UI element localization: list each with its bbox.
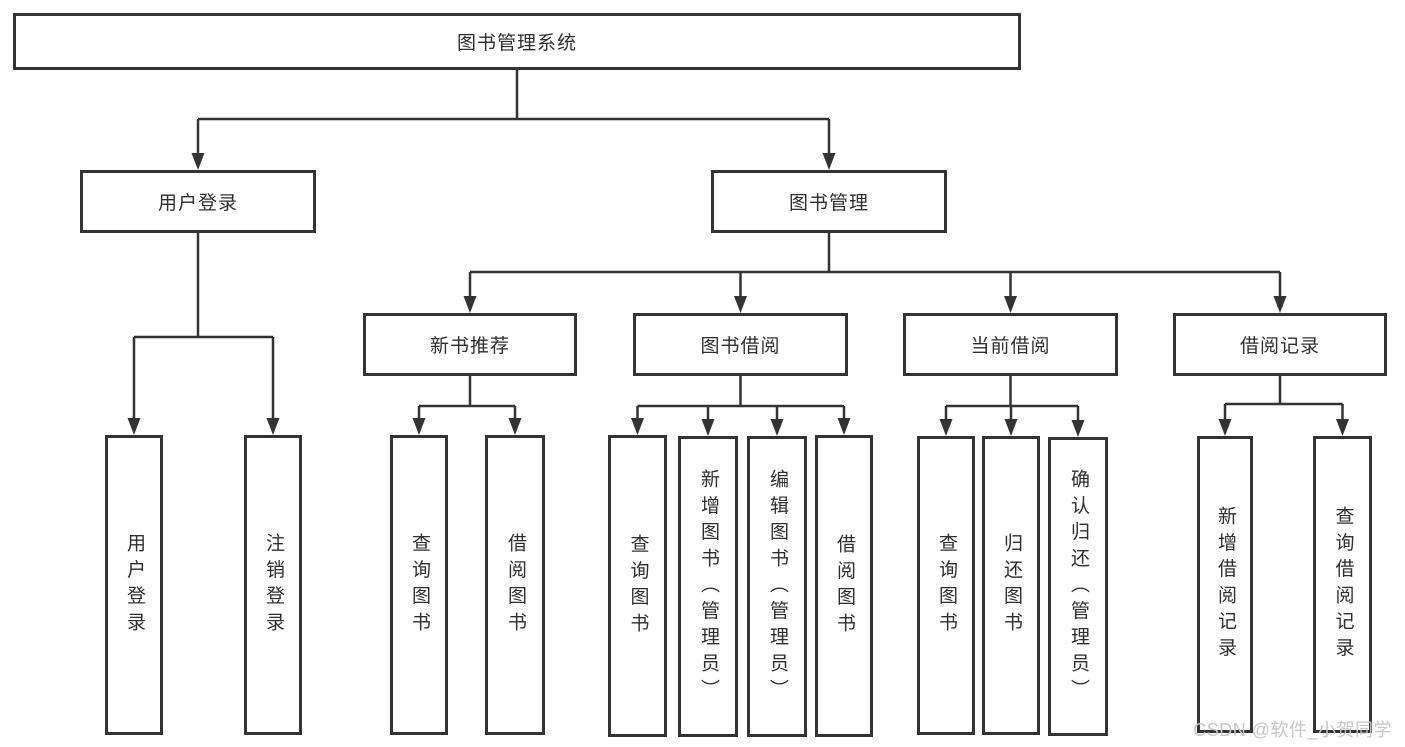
node-leaf-confirm-return: 确认归还（管理员） bbox=[1048, 437, 1108, 736]
node-leaf-user-login: 用户登录 bbox=[105, 435, 163, 735]
arrowhead-icon bbox=[463, 296, 477, 313]
node-leaf-query-borrow-record: 查询借阅记录 bbox=[1313, 436, 1372, 733]
node-leaf-query-books-1: 查询图书 bbox=[390, 435, 448, 735]
arrowhead-icon bbox=[1004, 419, 1018, 436]
node-new-book-recommendation: 新书推荐 bbox=[363, 313, 577, 376]
arrowhead-icon bbox=[191, 153, 205, 170]
node-label: 查询图书 bbox=[935, 533, 957, 638]
node-leaf-borrow-books-2: 借阅图书 bbox=[815, 435, 873, 737]
node-leaf-edit-books: 编辑图书（管理员） bbox=[747, 436, 807, 737]
arrowhead-icon bbox=[631, 418, 644, 435]
arrowhead-icon bbox=[822, 153, 836, 170]
node-label: 新书推荐 bbox=[429, 336, 510, 357]
node-book-management: 图书管理 bbox=[711, 170, 947, 233]
node-leaf-return-books: 归还图书 bbox=[982, 436, 1040, 735]
node-label: 图书管理 bbox=[788, 193, 869, 214]
arrowhead-icon bbox=[266, 418, 280, 435]
node-label: 新增借阅记录 bbox=[1214, 505, 1236, 664]
node-leaf-query-books-3: 查询图书 bbox=[917, 436, 975, 735]
node-label: 新增图书（管理员） bbox=[697, 468, 719, 705]
arrowhead-icon bbox=[837, 418, 851, 435]
node-label: 确认归还（管理员） bbox=[1067, 468, 1089, 705]
node-leaf-add-books: 新增图书（管理员） bbox=[678, 436, 738, 737]
arrowhead-icon bbox=[508, 418, 522, 435]
node-label: 借阅图书 bbox=[504, 532, 526, 638]
node-label: 当前借阅 bbox=[970, 336, 1051, 357]
node-root: 图书管理系统 bbox=[13, 13, 1021, 70]
node-label: 借阅记录 bbox=[1239, 336, 1320, 357]
node-leaf-borrow-books-1: 借阅图书 bbox=[485, 435, 545, 735]
node-label: 借阅图书 bbox=[833, 533, 855, 639]
node-label: 注销登录 bbox=[262, 532, 284, 638]
node-current-borrowing: 当前借阅 bbox=[903, 313, 1118, 376]
node-label: 查询图书 bbox=[627, 533, 649, 639]
arrowhead-icon bbox=[734, 296, 747, 313]
node-leaf-query-books-2: 查询图书 bbox=[608, 435, 667, 737]
node-label: 编辑图书（管理员） bbox=[766, 468, 788, 705]
arrowhead-icon bbox=[1273, 296, 1287, 313]
arrowhead-icon bbox=[1004, 296, 1017, 313]
node-label: 图书管理系统 bbox=[456, 33, 577, 54]
node-label: 查询借阅记录 bbox=[1332, 505, 1354, 664]
node-label: 归还图书 bbox=[1000, 533, 1022, 638]
arrowhead-icon bbox=[939, 419, 953, 436]
node-borrowing-records: 借阅记录 bbox=[1173, 313, 1387, 376]
arrowhead-icon bbox=[701, 419, 715, 436]
node-book-borrowing: 图书借阅 bbox=[633, 313, 848, 376]
node-leaf-logout: 注销登录 bbox=[244, 435, 302, 735]
node-label: 查询图书 bbox=[408, 532, 430, 638]
arrowhead-icon bbox=[1071, 420, 1085, 437]
node-label: 图书借阅 bbox=[700, 336, 781, 357]
csdn-watermark: CSDN @软件_小贺同学 bbox=[1193, 720, 1392, 740]
node-leaf-add-borrow-record: 新增借阅记录 bbox=[1197, 436, 1253, 733]
arrowhead-icon bbox=[770, 419, 784, 436]
arrowhead-icon bbox=[1336, 419, 1349, 436]
arrowhead-icon bbox=[412, 418, 426, 435]
node-label: 用户登录 bbox=[157, 193, 238, 214]
node-user-login: 用户登录 bbox=[80, 170, 316, 233]
node-label: 用户登录 bbox=[123, 532, 145, 638]
arrowhead-icon bbox=[1218, 419, 1232, 436]
arrowhead-icon bbox=[127, 418, 141, 435]
